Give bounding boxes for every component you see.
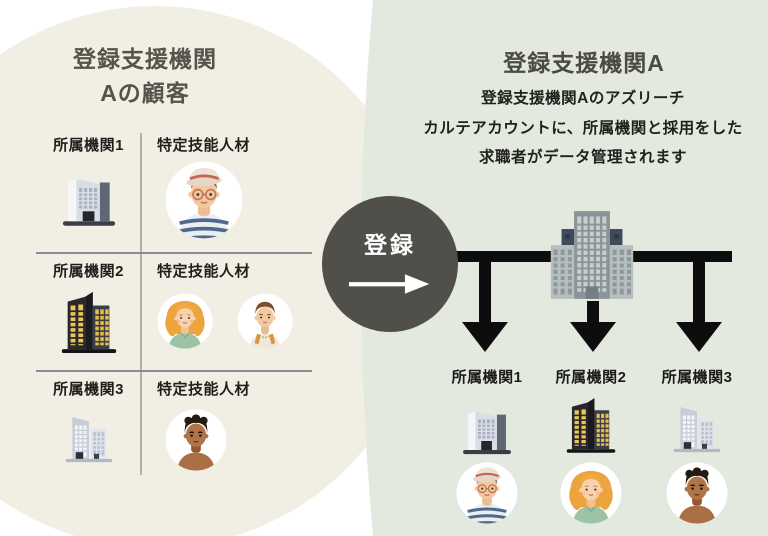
- registration-label: 登録: [364, 232, 416, 258]
- talent-label: 特定技能人材: [157, 381, 251, 398]
- talent-label: 特定技能人材: [157, 137, 251, 154]
- org-label: 所属機関1: [53, 137, 124, 154]
- building-yellow-icon: [565, 395, 617, 455]
- description-line: 登録支援機関Aのアズリーチ: [481, 90, 685, 107]
- branch-label: 所属機関1: [451, 369, 523, 386]
- avatar-man-hat-icon: [165, 161, 243, 239]
- building-light-icon: [672, 401, 722, 455]
- org-cell: 所属機関1: [36, 128, 141, 252]
- building-navy-icon: [462, 399, 512, 455]
- customer-table: 所属機関1 特定技能人材 所属機関2 特定技能人材: [36, 128, 312, 492]
- avatar-row: [157, 155, 243, 239]
- org-label: 所属機関2: [53, 263, 124, 280]
- branch-column: 所属機関2: [535, 366, 647, 524]
- org-cell: 所属機関3: [36, 372, 141, 492]
- avatar-woman-orange-icon: [157, 293, 213, 349]
- right-arrow-icon: [342, 270, 438, 298]
- table-row: 所属機関1 特定技能人材: [36, 128, 312, 254]
- talent-cell: 特定技能人材: [141, 254, 312, 370]
- talent-label: 特定技能人材: [157, 263, 251, 280]
- building-yellow-icon: [59, 289, 119, 355]
- avatar-man-dark-icon: [666, 462, 728, 524]
- customers-title-line2: Aの顧客: [100, 80, 190, 106]
- avatar-row: [157, 399, 227, 471]
- description-line: 求職者がデータ管理されます: [478, 149, 687, 166]
- branch-column: 所属機関1: [431, 366, 543, 524]
- registration-badge: 登録: [322, 196, 458, 332]
- avatar-woman-orange-icon: [560, 462, 622, 524]
- building-navy-icon: [62, 165, 116, 227]
- org-label: 所属機関3: [53, 381, 124, 398]
- org-a-title: 登録支援機関A: [503, 50, 665, 76]
- hq-building-icon: [549, 206, 635, 304]
- avatar-man-hat-icon: [456, 462, 518, 524]
- table-row: 所属機関3 特定技能人材: [36, 372, 312, 492]
- branch-column: 所属機関3: [641, 366, 753, 524]
- branch-building-wrap: [462, 391, 512, 455]
- talent-cell: 特定技能人材: [141, 128, 312, 252]
- branch-label: 所属機関3: [661, 369, 733, 386]
- customers-title: 登録支援機関 Aの顧客: [15, 42, 275, 110]
- avatar-person-tank-icon: [237, 293, 293, 349]
- talent-cell: 特定技能人材: [141, 372, 312, 492]
- customers-title-line1: 登録支援機関: [73, 46, 217, 72]
- avatar-row: [157, 281, 293, 349]
- table-row: 所属機関2 特定技能人材: [36, 254, 312, 372]
- table-column-divider: [140, 133, 142, 475]
- building-light-icon: [64, 411, 114, 465]
- org-cell: 所属機関2: [36, 254, 141, 370]
- branch-building-wrap: [565, 391, 617, 455]
- org-a-description: 登録支援機関Aのアズリーチ カルテアカウントに、所属機関と採用をした 求職者がデ…: [398, 84, 768, 173]
- branch-building-wrap: [672, 391, 722, 455]
- description-line: カルテアカウントに、所属機関と採用をした: [423, 119, 743, 137]
- branch-label: 所属機関2: [555, 369, 627, 386]
- avatar-man-dark-icon: [165, 409, 227, 471]
